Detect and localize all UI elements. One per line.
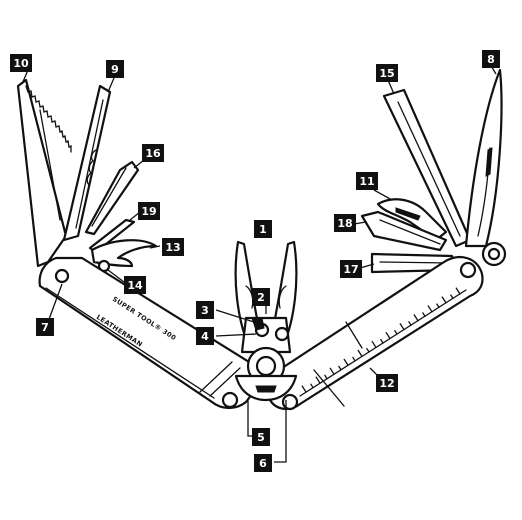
ruler-ticks bbox=[301, 287, 461, 393]
left-handle: LEATHERMAN SUPER TOOL® 300 bbox=[38, 256, 264, 410]
ruler-tick bbox=[329, 367, 335, 375]
ruler-tick bbox=[455, 287, 461, 295]
svg-text:4: 4 bbox=[201, 330, 209, 343]
callout-8: 8 bbox=[482, 50, 500, 68]
svg-text:2: 2 bbox=[257, 291, 265, 304]
svg-text:7: 7 bbox=[41, 321, 49, 334]
callout-15: 15 bbox=[376, 64, 398, 82]
saw-blade bbox=[16, 78, 72, 268]
callout-14: 14 bbox=[124, 276, 146, 294]
callout-18: 18 bbox=[334, 214, 356, 232]
svg-text:15: 15 bbox=[379, 67, 394, 80]
callout-6: 6 bbox=[254, 454, 272, 472]
callout-5: 5 bbox=[252, 428, 270, 446]
svg-text:8: 8 bbox=[487, 53, 495, 66]
ruler-tick bbox=[408, 321, 412, 326]
bottle-opener bbox=[376, 198, 448, 242]
svg-text:19: 19 bbox=[141, 205, 156, 218]
svg-text:12: 12 bbox=[379, 377, 394, 390]
callout-11: 11 bbox=[356, 172, 378, 190]
callout-7: 7 bbox=[36, 318, 54, 336]
ruler-tick bbox=[394, 330, 398, 335]
ruler-tick bbox=[371, 340, 377, 349]
ruler-tick bbox=[385, 332, 391, 340]
ruler-tick bbox=[301, 385, 307, 393]
pliers bbox=[234, 240, 298, 402]
svg-text:3: 3 bbox=[201, 304, 209, 317]
callout-1: 1 bbox=[254, 220, 272, 238]
callout-17: 17 bbox=[340, 260, 362, 278]
ruler-tick bbox=[310, 383, 314, 389]
callout-10: 10 bbox=[10, 54, 32, 72]
svg-text:13: 13 bbox=[165, 241, 180, 254]
ruler-tick bbox=[450, 294, 454, 300]
callout-3: 3 bbox=[196, 301, 214, 319]
callout-9: 9 bbox=[106, 60, 124, 78]
ruler-tick bbox=[343, 358, 349, 366]
callout-2: 2 bbox=[252, 288, 270, 306]
callout-19: 19 bbox=[138, 202, 160, 220]
svg-text:14: 14 bbox=[127, 279, 143, 292]
can-opener bbox=[90, 239, 158, 273]
callout-16: 16 bbox=[142, 144, 164, 162]
ruler-tick bbox=[441, 296, 447, 304]
svg-text:11: 11 bbox=[359, 175, 374, 188]
file-blade bbox=[62, 84, 112, 242]
svg-text:10: 10 bbox=[13, 57, 29, 70]
ruler-tick bbox=[413, 314, 419, 322]
callout-4: 4 bbox=[196, 327, 214, 345]
svg-text:5: 5 bbox=[257, 431, 265, 444]
ruler-tick bbox=[436, 303, 440, 309]
callout-13: 13 bbox=[162, 238, 184, 256]
ruler-tick bbox=[315, 376, 321, 384]
callout-12: 12 bbox=[376, 374, 398, 392]
lanyard-ring bbox=[481, 241, 507, 267]
ruler-tick bbox=[338, 365, 342, 371]
svg-text:1: 1 bbox=[259, 223, 267, 236]
screwdriver-bit bbox=[84, 160, 140, 236]
ruler-tick bbox=[324, 374, 328, 380]
svg-text:9: 9 bbox=[111, 63, 119, 76]
knife-blade bbox=[464, 68, 503, 248]
svg-text:18: 18 bbox=[337, 217, 352, 230]
ruler-tick bbox=[427, 305, 433, 313]
ruler-tick bbox=[380, 338, 384, 344]
right-handle bbox=[264, 256, 484, 411]
svg-text:6: 6 bbox=[259, 457, 267, 470]
ruler-tick bbox=[366, 347, 370, 353]
svg-text:17: 17 bbox=[343, 263, 358, 276]
ruler-tick bbox=[357, 349, 363, 358]
ruler-tick bbox=[352, 356, 356, 362]
ruler-tick bbox=[399, 323, 405, 331]
svg-text:16: 16 bbox=[145, 147, 161, 160]
wire-stripper bbox=[360, 210, 448, 252]
ruler-tick bbox=[422, 312, 426, 317]
